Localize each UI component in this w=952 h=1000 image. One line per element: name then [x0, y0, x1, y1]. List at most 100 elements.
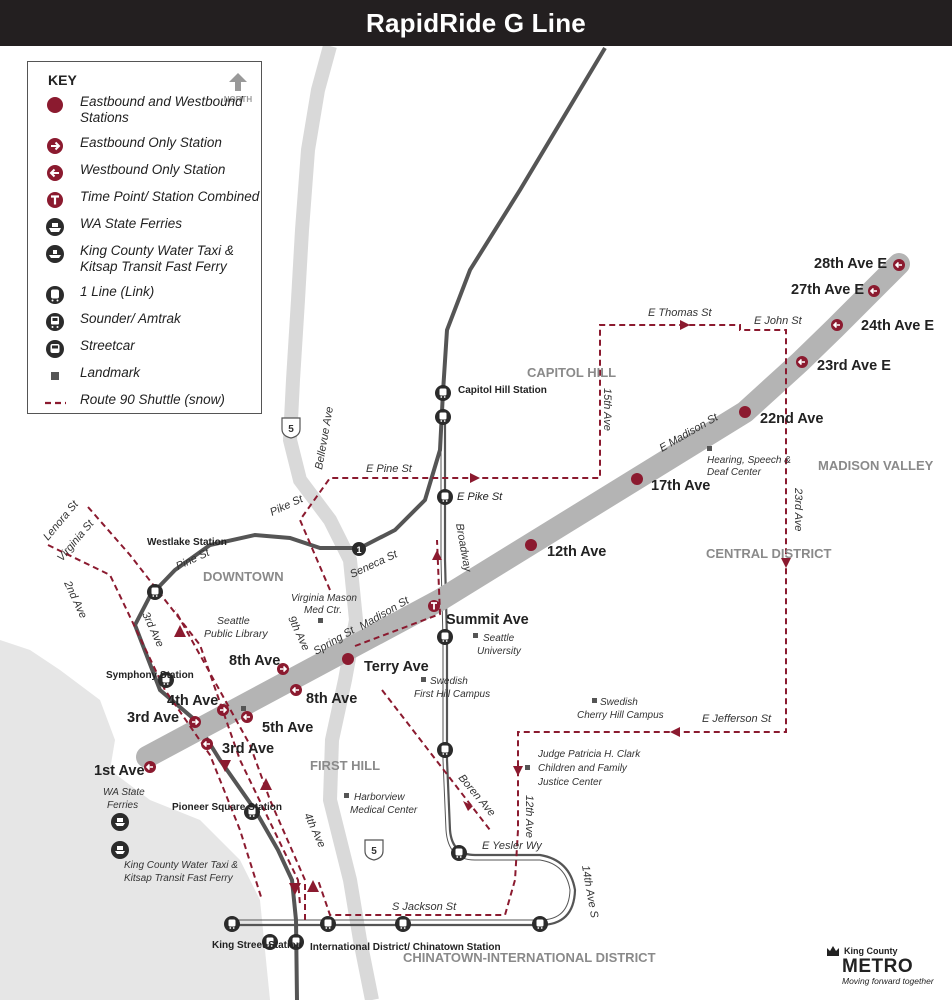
water-taxi-terminal[interactable] [111, 841, 129, 859]
streetcar-line[interactable] [232, 420, 577, 927]
station-3rd-ave-wb[interactable] [200, 737, 214, 751]
ferry-icon [44, 216, 66, 238]
freeway-number: 5 [288, 424, 294, 435]
station-8th-ave-wb[interactable] [289, 683, 303, 697]
rail-king-street[interactable] [224, 916, 240, 932]
street-14th-ave-s: 14th Ave S [579, 864, 600, 919]
streetcar-line-inner [232, 420, 571, 921]
rail-station-labels: Capitol Hill Station Westlake Station Sy… [106, 385, 547, 953]
station-17th-ave[interactable] [631, 473, 643, 485]
g-line-corridor[interactable] [136, 253, 910, 768]
label-24th-ave-e: 24th Ave E [861, 318, 934, 334]
landmark-hearing-speech: Hearing, Speech &Deaf Center [707, 455, 791, 478]
title-bar: RapidRide G Line [0, 0, 952, 46]
streetcar-broadway-jefferson[interactable] [437, 742, 453, 758]
label-1st-ave: 1st Ave [94, 763, 145, 779]
streetcar-jackson-c[interactable] [532, 916, 548, 932]
station-4th-ave-eb[interactable] [216, 703, 230, 717]
key-item-shuttle: Route 90 Shuttle (snow) [44, 392, 260, 414]
station-23rd-ave-e[interactable] [795, 355, 809, 369]
route-90-shuttle[interactable] [47, 324, 787, 920]
label-8th-ave-eb: 8th Ave [229, 653, 280, 669]
station-22nd-ave[interactable] [739, 406, 751, 418]
king-county-crown-icon [827, 946, 839, 956]
label-terry-ave: Terry Ave [364, 659, 429, 675]
elliott-bay-water [0, 640, 270, 1000]
area-chinatown-id: CHINATOWN-INTERNATIONAL DISTRICT [403, 950, 656, 965]
label-23rd-ave-e: 23rd Ave E [817, 358, 891, 374]
label-summit-ave: Summit Ave [446, 612, 529, 628]
station-terry-ave[interactable] [342, 653, 354, 665]
station-24th-ave-e[interactable] [830, 318, 844, 332]
link-rail-line[interactable] [132, 46, 607, 1000]
i5-shield-north: 5 [281, 417, 301, 439]
route-map[interactable]: 5 5 [0, 46, 952, 1000]
street-broadway: Broadway [453, 522, 474, 574]
key-item-both: Eastbound and Westbound Stations [44, 94, 260, 126]
map-key: KEY NORTH Eastbound and Westbound Statio… [27, 61, 262, 414]
station-1st-ave[interactable] [143, 760, 157, 774]
key-item-water-taxi: King County Water Taxi & Kitsap Transit … [44, 243, 260, 275]
page-title: RapidRide G Line [366, 7, 586, 38]
station-summit-ave[interactable] [427, 599, 441, 613]
street-e-jefferson: E Jefferson St [702, 713, 772, 725]
area-downtown: DOWNTOWN [203, 569, 284, 584]
landmark-markers [241, 446, 712, 798]
station-12th-ave[interactable] [525, 539, 537, 551]
label-intl-district-station: International District/ Chinatown Statio… [310, 942, 501, 953]
key-item-landmark: Landmark [44, 365, 260, 387]
station-5th-ave-wb[interactable] [240, 710, 254, 724]
shuttle-line-icon [44, 392, 66, 414]
label-symphony-station: Symphony Station [106, 670, 194, 681]
key-item-link: 1 Line (Link) [44, 284, 260, 306]
streetcar-jackson-b[interactable] [395, 916, 411, 932]
station-27th-ave-e[interactable] [867, 284, 881, 298]
station-3rd-ave-eb[interactable] [188, 715, 202, 729]
landmark-water-taxi: King County Water Taxi &Kitsap Transit F… [124, 860, 238, 884]
rail-capitol-hill[interactable] [435, 385, 451, 401]
label-e-pike-stop: E Pike St [457, 491, 503, 503]
key-item-eastbound: Eastbound Only Station [44, 135, 260, 157]
north-arrow-icon [229, 73, 247, 91]
street-s-jackson: S Jackson St [392, 901, 457, 913]
streetcar-yesler[interactable] [451, 845, 467, 861]
street-pike: Pike St [268, 493, 306, 519]
label-3rd-ave-eb: 3rd Ave [127, 710, 179, 726]
ferry-terminal[interactable] [111, 813, 129, 831]
link-badge: 1 [352, 542, 366, 556]
label-5th-ave: 5th Ave [262, 720, 313, 736]
streetcar-icon [44, 338, 66, 360]
label-pioneer-square-station: Pioneer Square Station [172, 802, 282, 813]
streetcar-capitol-hill[interactable] [435, 409, 451, 425]
freeway-number: 5 [371, 846, 377, 857]
street-e-pine: E Pine St [366, 463, 413, 475]
label-12th-ave: 12th Ave [547, 544, 606, 560]
key-item-timepoint: Time Point/ Station Combined [44, 189, 260, 211]
street-4th-ave: 4th Ave [301, 811, 327, 849]
street-12th-ave: 12th Ave [523, 795, 535, 838]
streetcar-e-pike[interactable] [437, 489, 453, 505]
i5-freeway [282, 46, 379, 1000]
rail-westlake[interactable] [147, 584, 163, 600]
label-4th-ave: 4th Ave [167, 693, 218, 709]
streetcar-first-hill[interactable] [437, 629, 453, 645]
key-item-ferries: WA State Ferries [44, 216, 260, 238]
time-point-icon [44, 189, 66, 211]
station-28th-ave-e[interactable] [892, 258, 906, 272]
area-capitol-hill: CAPITOL HILL [527, 365, 616, 380]
key-item-sounder: Sounder/ Amtrak [44, 311, 260, 333]
north-arrow: NORTH [223, 72, 253, 104]
street-2nd-ave: 2nd Ave [61, 578, 89, 620]
label-westlake-station: Westlake Station [147, 537, 227, 548]
north-label: NORTH [223, 95, 253, 104]
streetcar-jackson-a[interactable] [320, 916, 336, 932]
key-item-streetcar: Streetcar [44, 338, 260, 360]
